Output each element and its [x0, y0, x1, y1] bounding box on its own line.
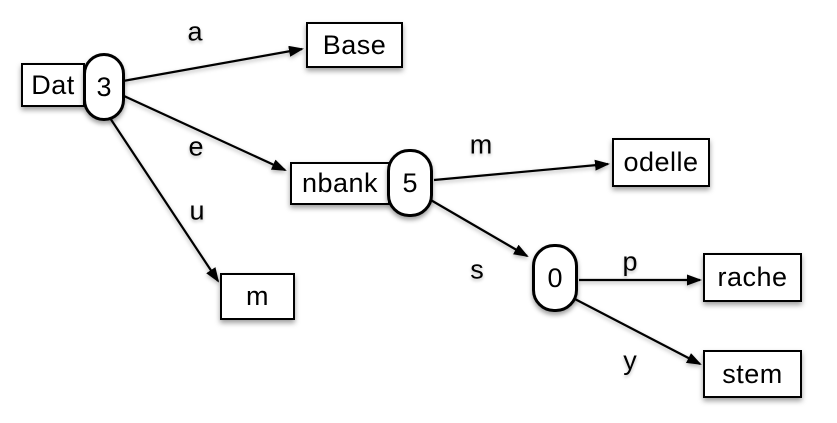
node-oval-0: 0 [532, 244, 578, 312]
edge-y-line [570, 296, 702, 365]
node-box-odelle: odelle [612, 138, 710, 187]
node-oval-3: 3 [83, 53, 125, 121]
edge-s-line [428, 198, 529, 258]
node-box-stem: stem [703, 350, 802, 398]
edge-label-s: s [470, 254, 484, 285]
node-oval-5: 5 [387, 149, 433, 217]
edge-e-line [123, 95, 287, 171]
node-box-rache: rache [703, 253, 802, 302]
edge-label-p: p [622, 246, 638, 277]
node-box-m: m [220, 273, 295, 320]
node-box-dat: Dat [21, 63, 85, 107]
edge-label-u: u [189, 195, 205, 226]
edge-label-a: a [187, 16, 203, 47]
edge-label-m: m [469, 129, 493, 160]
node-box-base: Base [306, 22, 403, 68]
edge-m-line [433, 159, 610, 182]
edge-u-line [109, 117, 220, 283]
node-box-nbank: nbank [290, 162, 390, 205]
edge-label-e: e [188, 131, 204, 162]
edge-a-line [122, 45, 304, 83]
edge-label-y: y [623, 345, 637, 376]
